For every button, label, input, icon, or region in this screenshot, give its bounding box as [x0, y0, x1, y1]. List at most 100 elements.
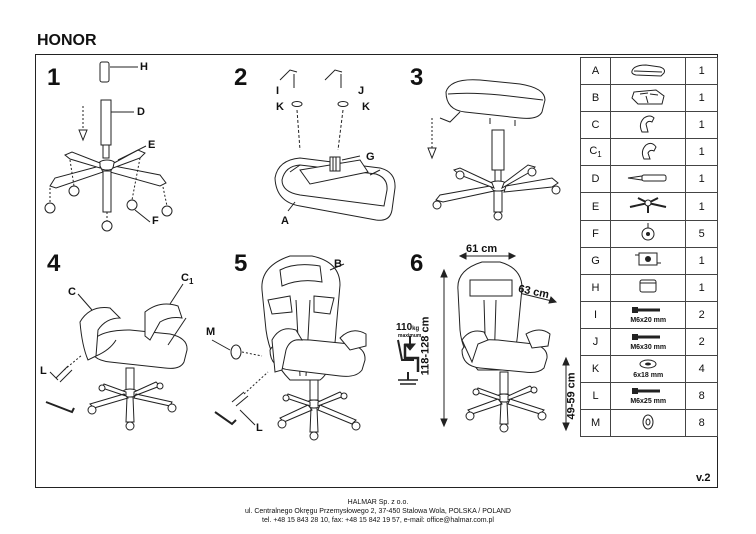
- bolt-icon: [630, 305, 666, 317]
- part-image: [610, 192, 687, 221]
- max-load: 110kg: [396, 322, 419, 333]
- label-part-e: E: [148, 139, 156, 151]
- parts-row: J M6x30 mm 2: [579, 327, 718, 357]
- part-letter-text: G: [591, 254, 600, 267]
- star-base-icon: [626, 206, 670, 218]
- part-caption: 6x18 mm: [633, 371, 664, 379]
- cover-icon: [636, 286, 660, 298]
- part-quantity: 2: [685, 327, 718, 357]
- part-image: [610, 246, 687, 275]
- part-letter-text: A: [591, 65, 600, 78]
- mechanism-icon: [633, 260, 663, 272]
- part-letter: E: [579, 192, 612, 221]
- part-quantity: 1: [685, 192, 718, 221]
- part-letter-text: B: [591, 92, 600, 105]
- part-letter: K: [579, 355, 612, 384]
- label-part-g: G: [366, 151, 375, 163]
- part-letter-subscript: 1: [597, 150, 602, 160]
- part-letter-text: J: [592, 335, 599, 348]
- part-quantity: 8: [685, 382, 718, 411]
- part-image: [610, 165, 687, 194]
- backrest-icon: [628, 97, 668, 109]
- bolt-icon: [630, 386, 666, 398]
- part-letter: B: [579, 84, 612, 113]
- part-letter: M: [579, 409, 612, 438]
- part-quantity: 1: [685, 273, 718, 302]
- footer-company: HALMAR Sp. z o.o.: [347, 499, 409, 506]
- part-image: [610, 84, 687, 113]
- part-quantity: 8: [685, 409, 718, 438]
- caster-icon: [638, 233, 658, 245]
- part-letter-text: C: [589, 145, 598, 158]
- label-part-j: J: [358, 85, 365, 97]
- part-quantity: 1: [685, 56, 718, 86]
- part-image: M6x20 mm: [610, 300, 687, 329]
- part-quantity: 1: [685, 111, 718, 140]
- part-letter: I: [579, 300, 612, 329]
- dimension-seat-height: 49-59 cm: [565, 372, 578, 420]
- part-letter: G: [579, 246, 612, 275]
- part-quantity: 4: [685, 355, 718, 384]
- max-load-value: 110: [396, 322, 413, 333]
- label-part-c1-subscript: 1: [188, 277, 194, 287]
- part-letter: C1: [579, 138, 612, 167]
- armrest-right-icon: [636, 152, 660, 164]
- part-quantity: 1: [685, 138, 718, 167]
- max-load-unit: kg: [412, 326, 420, 332]
- dimension-height: 118-128 cm: [419, 316, 432, 376]
- part-letter-text: M: [590, 417, 601, 430]
- part-image: [610, 111, 687, 140]
- part-quantity: 1: [685, 165, 718, 194]
- part-image: [610, 409, 687, 438]
- gas-lift-icon: [626, 175, 670, 187]
- washer-icon: [638, 360, 658, 372]
- part-quantity: 2: [685, 300, 718, 329]
- dimension-width: 61 cm: [466, 243, 498, 255]
- part-quantity: 1: [685, 84, 718, 113]
- part-letter: H: [579, 273, 612, 302]
- armrest-left-icon: [636, 125, 660, 137]
- part-letter-text: E: [591, 200, 600, 213]
- part-letter-text: I: [594, 308, 598, 321]
- label-part-l-step5: L: [256, 422, 263, 434]
- label-part-k-left: K: [276, 101, 284, 113]
- part-letter-text: D: [591, 173, 600, 186]
- parts-row: K 6x18 mm 4: [579, 355, 718, 384]
- step-4-number: 4: [47, 250, 61, 277]
- step-2-number: 2: [234, 64, 248, 91]
- instruction-frame: [35, 54, 718, 488]
- part-image: [610, 138, 687, 167]
- label-part-a: A: [281, 215, 289, 227]
- bolt-icon: [630, 332, 666, 344]
- cap-icon: [640, 422, 656, 434]
- version-label: v.2: [696, 472, 711, 484]
- part-letter-text: H: [591, 281, 600, 294]
- step-1-number: 1: [47, 64, 61, 91]
- part-letter-text: F: [592, 227, 599, 240]
- label-part-b: B: [334, 258, 342, 270]
- part-letter: A: [579, 56, 612, 86]
- label-part-c1-letter: C: [181, 272, 189, 284]
- label-part-c: C: [68, 286, 76, 298]
- part-image: [610, 273, 687, 302]
- label-part-d: D: [137, 106, 145, 118]
- part-image: M6x25 mm: [610, 382, 687, 411]
- part-image: 6x18 mm: [610, 355, 687, 384]
- footer-contact: tel. +48 15 843 28 10, fax: +48 15 842 1…: [262, 517, 494, 524]
- part-caption: M6x30 mm: [630, 343, 667, 351]
- part-letter: D: [579, 165, 612, 194]
- part-letter-text: L: [592, 390, 599, 403]
- label-part-l-step4: L: [40, 365, 47, 377]
- footer-address: ul. Centralnego Okręgu Przemysłowego 2, …: [244, 508, 511, 515]
- step-5-number: 5: [234, 250, 248, 277]
